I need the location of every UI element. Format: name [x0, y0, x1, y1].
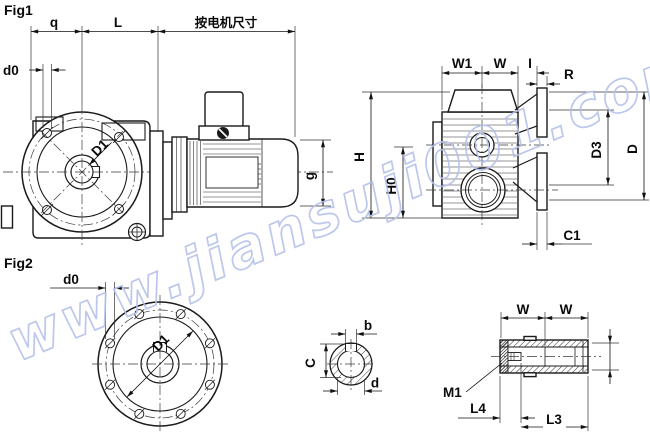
dim-label-w-right: W — [560, 302, 573, 317]
fig1-motor — [149, 91, 299, 237]
dim-label-d3: D3 — [589, 141, 604, 159]
dim-label-d0-fig1: d0 — [3, 63, 19, 78]
side-housing-cap — [447, 89, 519, 113]
adapter-bell — [162, 141, 173, 220]
m1-leader — [465, 362, 503, 393]
fig2-bolt-holes — [104, 308, 216, 420]
motor-nameplate — [205, 156, 259, 189]
diagonal-centerline-2 — [40, 130, 124, 214]
flange-pad-right — [101, 122, 146, 141]
dim-label-l3: L3 — [546, 412, 562, 427]
flange-bolt-holes — [40, 126, 126, 217]
dim-label-h: H — [352, 152, 367, 162]
terminal-bolt-slot — [218, 128, 228, 138]
dim-label-d: D — [625, 144, 640, 154]
dim-label-motor-note: 按电机尺寸 — [195, 15, 258, 30]
fig1-side-view — [426, 84, 558, 226]
fig1-title: Fig1 — [4, 2, 33, 18]
output-flange — [512, 87, 548, 211]
fig1-top-dimensions: q L 按电机尺寸 d0 g — [3, 15, 331, 207]
corner-bolt — [127, 222, 147, 242]
dim-label-r: R — [564, 67, 574, 82]
fig2-d1-dimension — [126, 330, 194, 398]
dim-label-q: q — [50, 15, 58, 30]
d1-leader — [88, 142, 112, 166]
dim-label-b: b — [364, 318, 372, 333]
section-hatch — [330, 343, 372, 385]
dim-label-i: I — [528, 56, 532, 71]
key-tab-top — [523, 335, 537, 341]
fig2-shaft-section: b C d — [303, 318, 382, 395]
key-tab-bottom — [523, 372, 537, 378]
motor-flange — [171, 136, 188, 213]
dim-label-d0-fig2: d0 — [63, 272, 79, 287]
dim-label-l4: L4 — [470, 401, 486, 416]
fig2-flange-view: D1 d0 — [50, 272, 230, 431]
fig2-hollow-shaft: W W M1 L4 L3 — [443, 302, 619, 431]
dim-label-w: W — [494, 56, 507, 71]
motor-ribs — [189, 141, 201, 205]
dim-label-w-left: W — [517, 302, 530, 317]
motor-fins — [203, 143, 261, 203]
mount-foot — [0, 205, 14, 229]
dim-label-h0: H0 — [384, 177, 399, 194]
dim-label-c1: C1 — [563, 228, 581, 243]
terminal-box — [204, 91, 244, 128]
adapter-flange — [149, 130, 164, 237]
fig1-side-dimensions: W1 W I R H H0 D3 D C1 — [352, 56, 649, 250]
dim-label-w1: W1 — [452, 56, 473, 71]
dim-label-L: L — [114, 15, 122, 30]
dim-label-m1: M1 — [443, 385, 462, 400]
fig1-front-view: D1 — [0, 104, 333, 246]
dim-label-d-small: d — [371, 376, 379, 391]
dim-label-c: C — [303, 358, 318, 368]
fig2-title: Fig2 — [4, 255, 33, 271]
dim-label-g: g — [302, 172, 317, 180]
